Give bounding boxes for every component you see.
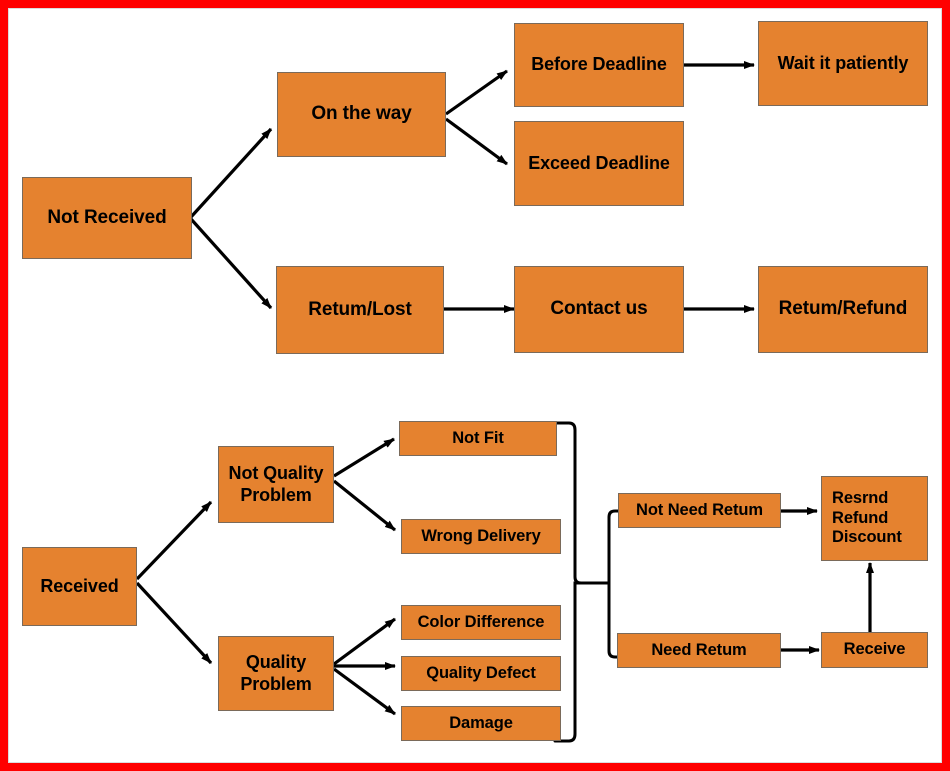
edge-not-received-to-retum-lost <box>189 217 273 310</box>
edge-received-to-quality-problem <box>135 581 213 665</box>
node-exceed-deadline[interactable]: Exceed Deadline <box>514 121 684 206</box>
edge-quality-problem-to-damage <box>333 667 396 716</box>
node-on-the-way[interactable]: On the way <box>277 72 446 157</box>
node-wrong-delivery[interactable]: Wrong Delivery <box>401 519 561 554</box>
edge-quality-problem-to-color-difference <box>333 617 396 666</box>
edge-received-to-not-quality-problem <box>135 500 213 581</box>
edge-on-the-way-to-before-deadline <box>445 69 508 116</box>
edge-issue-group-brace <box>553 421 582 743</box>
node-quality-problem[interactable]: Quality Problem <box>218 636 334 711</box>
node-receive[interactable]: Receive <box>821 632 928 668</box>
flowchart-edges <box>135 61 874 743</box>
node-need-retum[interactable]: Need Retum <box>617 633 781 668</box>
node-retum-lost[interactable]: Retum/Lost <box>276 266 444 354</box>
node-not-need-retum[interactable]: Not Need Retum <box>618 493 781 528</box>
node-wait-it-patiently[interactable]: Wait it patiently <box>758 21 928 106</box>
node-retum-refund[interactable]: Retum/Refund <box>758 266 928 353</box>
node-damage[interactable]: Damage <box>401 706 561 741</box>
node-contact-us[interactable]: Contact us <box>514 266 684 353</box>
edge-not-quality-problem-to-wrong-delivery <box>332 479 397 532</box>
node-before-deadline[interactable]: Before Deadline <box>514 23 684 107</box>
node-not-received[interactable]: Not Received <box>22 177 192 259</box>
node-quality-defect[interactable]: Quality Defect <box>401 656 561 691</box>
node-color-difference[interactable]: Color Difference <box>401 605 561 640</box>
flowchart-inner-frame: Not Received On the way Before Deadline … <box>8 8 942 763</box>
node-not-fit[interactable]: Not Fit <box>399 421 557 456</box>
node-not-quality-problem[interactable]: Not Quality Problem <box>218 446 334 523</box>
edge-not-received-to-on-the-way <box>189 127 273 219</box>
edge-not-quality-problem-to-not-fit <box>333 437 395 478</box>
node-received[interactable]: Received <box>22 547 137 626</box>
edge-on-the-way-to-exceed-deadline <box>445 117 508 166</box>
node-resrnd-refund-discount[interactable]: Resrnd Refund Discount <box>821 476 928 561</box>
